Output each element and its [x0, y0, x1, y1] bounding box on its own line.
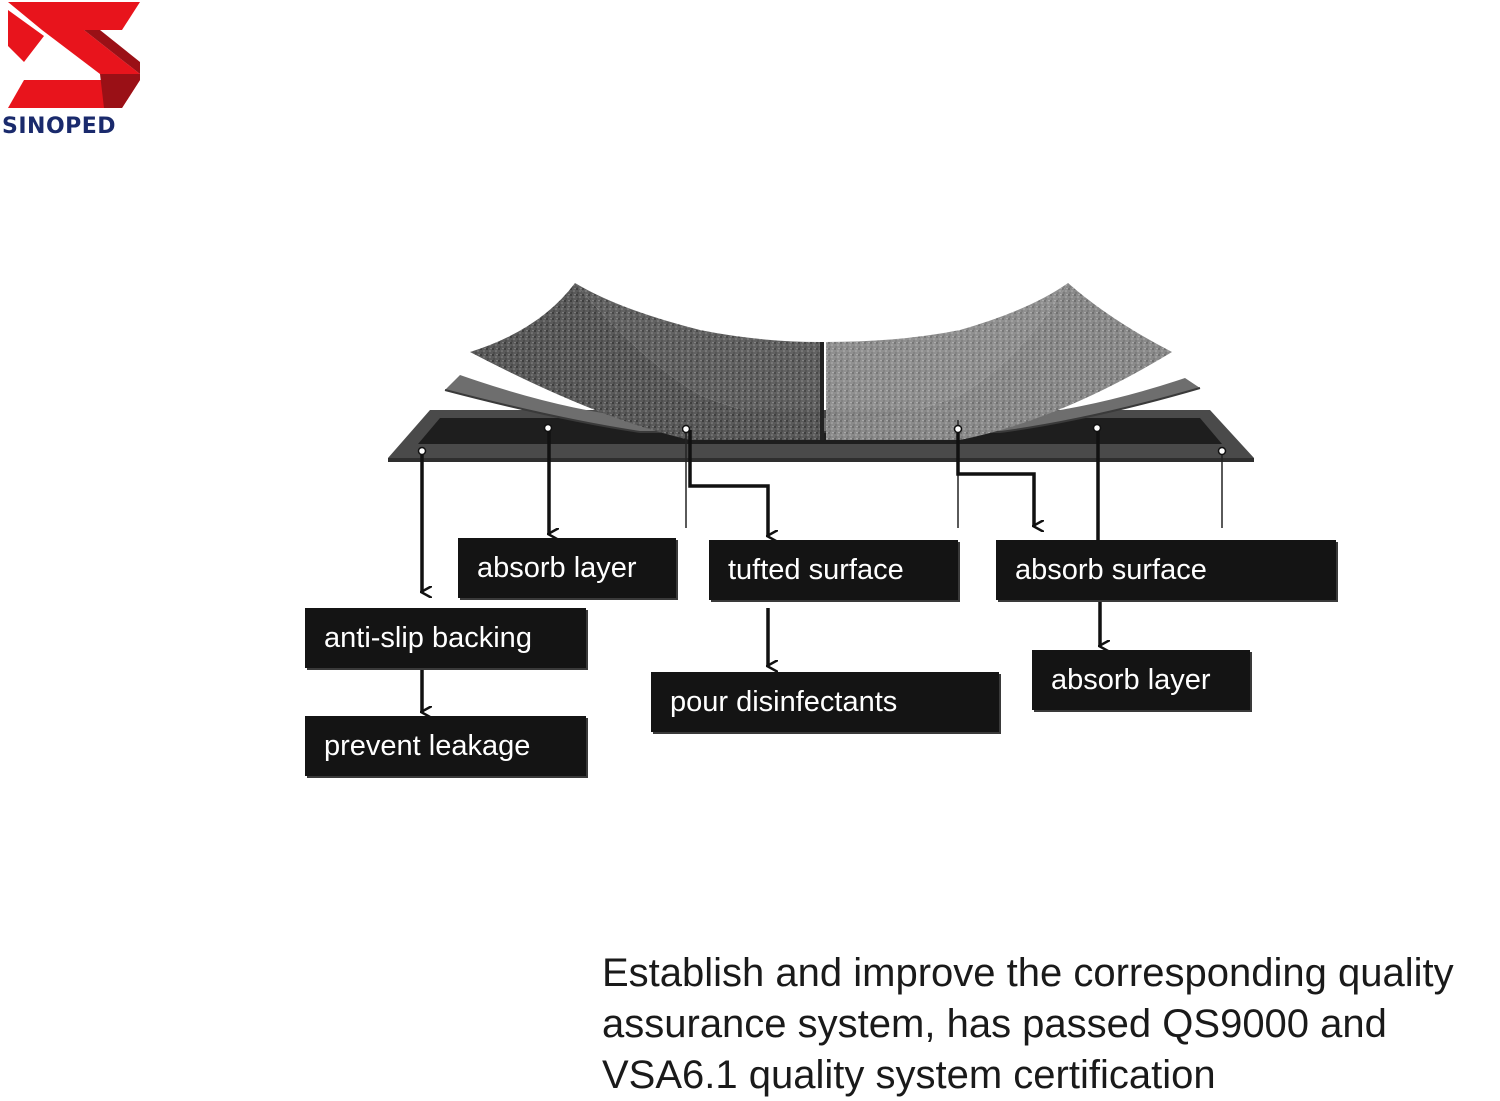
label-pour-disinfectants: pour disinfectants	[651, 672, 999, 732]
label-tufted-surface: tufted surface	[709, 540, 958, 600]
label-absorb-layer-left: absorb layer	[458, 538, 676, 598]
arrow-to-absorb-surface	[956, 430, 1034, 526]
caption-line-2: assurance system, has passed QS9000 and	[602, 1002, 1387, 1046]
label-absorb-surface: absorb surface	[996, 540, 1336, 600]
arrow-to-tufted-surface	[688, 430, 768, 536]
quality-caption: Establish and improve the corresponding …	[602, 948, 1500, 1101]
label-prevent-leakage: prevent leakage	[305, 716, 586, 776]
caption-line-3: VSA6.1 quality system certification	[602, 1053, 1216, 1097]
caption-line-1: Establish and improve the corresponding …	[602, 951, 1454, 995]
label-absorb-layer-right: absorb layer	[1032, 650, 1250, 710]
sinoped-logo-mark-icon	[8, 2, 140, 108]
absorb-surface-light	[826, 283, 1172, 440]
label-anti-slip-backing: anti-slip backing	[305, 608, 586, 668]
tufted-surface-dark	[470, 283, 820, 440]
sinoped-logo: SINOPED	[0, 0, 150, 145]
logo-brand-text: SINOPED	[2, 114, 117, 139]
